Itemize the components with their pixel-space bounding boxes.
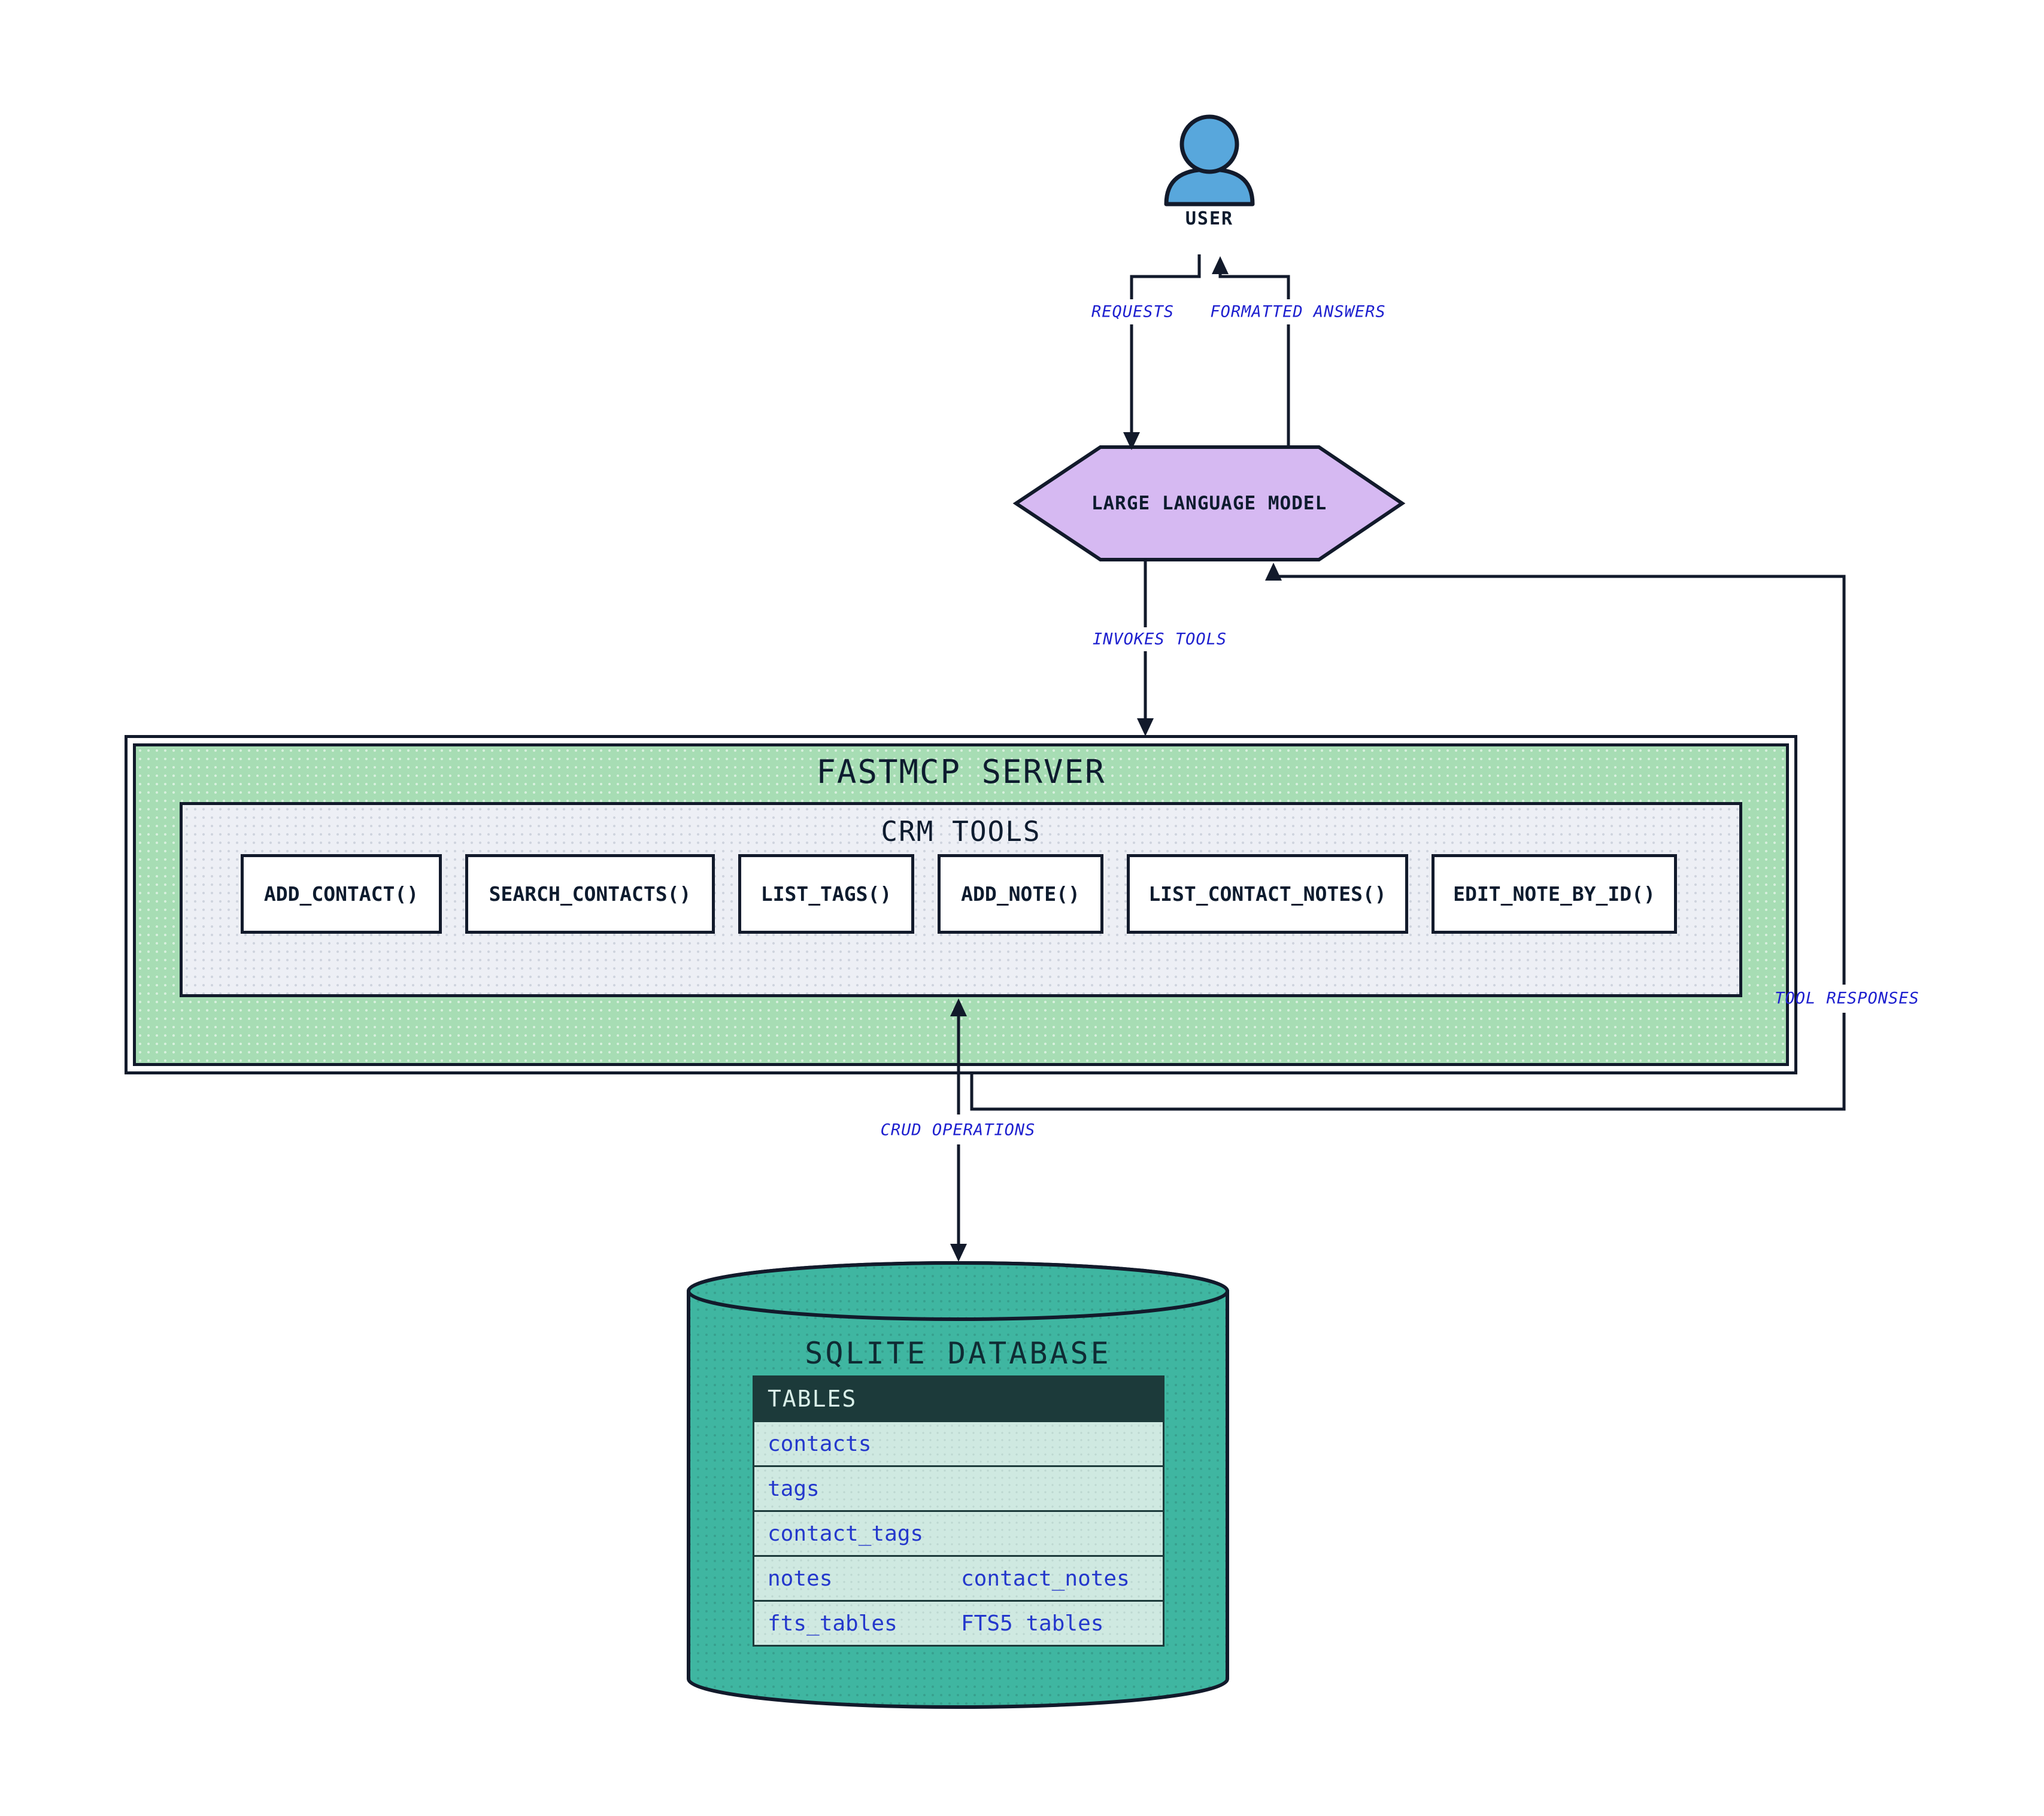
tables-header: TABLES	[754, 1377, 1163, 1420]
table-cell: contact_tags	[768, 1521, 924, 1546]
user-label: USER	[1185, 208, 1234, 229]
database-title: SQLITE DATABASE	[805, 1336, 1111, 1371]
table-cell: contacts	[768, 1431, 872, 1456]
edge-user-to-llm	[1123, 254, 1201, 450]
table-cell: notes	[768, 1566, 833, 1591]
tool-edit-note-by-id: EDIT_NOTE_BY_ID()	[1432, 854, 1677, 934]
crm-tools-title: CRM TOOLS	[881, 815, 1041, 848]
table-cell: contact_notes	[961, 1566, 1130, 1591]
tool-list-contact-notes: LIST_CONTACT_NOTES()	[1127, 854, 1408, 934]
edge-server-database	[950, 998, 967, 1262]
table-row: notes contact_notes	[754, 1555, 1163, 1600]
user-icon	[1164, 114, 1255, 206]
database-tables-list: TABLES contacts tags contact_tags notes …	[753, 1375, 1164, 1647]
edge-label-formatted-answers: FORMATTED ANSWERS	[1210, 302, 1386, 321]
llm-label: LARGE LANGUAGE MODEL	[1091, 493, 1327, 514]
table-row: contact_tags	[754, 1510, 1163, 1555]
edge-llm-to-server	[1137, 561, 1154, 736]
table-row: tags	[754, 1465, 1163, 1510]
edge-label-tool-responses: TOOL RESPONSES	[1775, 989, 1919, 1008]
tool-list-tags: LIST_TAGS()	[738, 854, 914, 934]
tool-add-contact: ADD_CONTACT()	[241, 854, 442, 934]
edge-server-to-llm	[970, 563, 1846, 1111]
table-row: contacts	[754, 1420, 1163, 1465]
edge-llm-to-user	[1212, 256, 1290, 448]
llm-hexagon	[1012, 445, 1406, 561]
edge-label-crud-operations: CRUD OPERATIONS	[880, 1120, 1036, 1140]
table-cell: tags	[768, 1476, 820, 1501]
edge-label-invokes-tools: INVOKES TOOLS	[1092, 630, 1227, 649]
edge-label-requests: REQUESTS	[1091, 302, 1175, 321]
fastmcp-server-title: FASTMCP SERVER	[816, 753, 1106, 791]
table-cell: fts_tables	[768, 1611, 897, 1636]
table-row: fts_tables FTS5 tables	[754, 1600, 1163, 1645]
tool-search-contacts: SEARCH_CONTACTS()	[465, 854, 715, 934]
tool-add-note: ADD_NOTE()	[938, 854, 1103, 934]
table-cell: FTS5 tables	[961, 1611, 1104, 1636]
